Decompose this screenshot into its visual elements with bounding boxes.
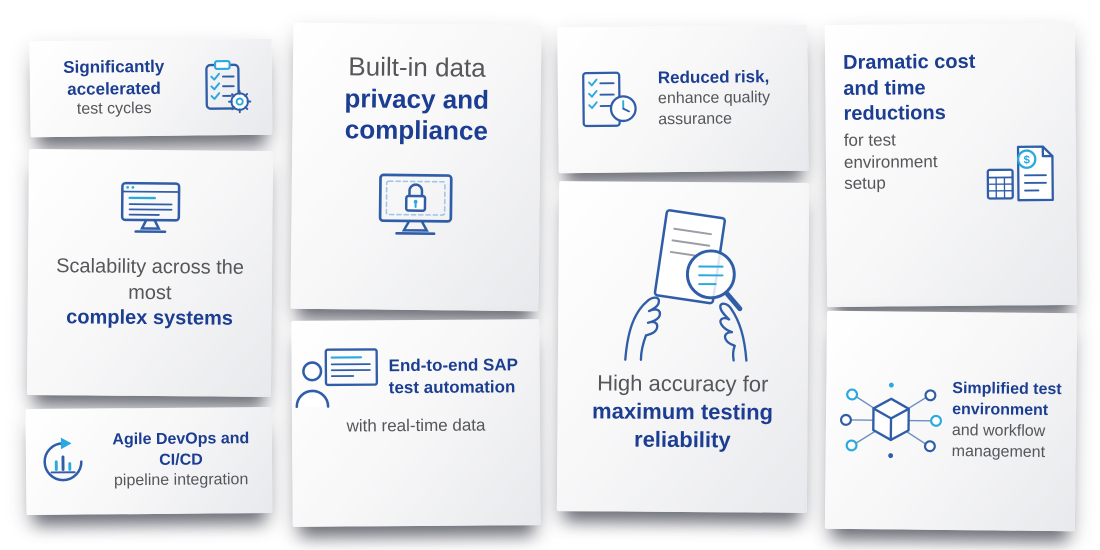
circular-arrows-chart-icon (36, 435, 90, 489)
person-presentation-icon (292, 344, 382, 410)
card-text: Significantly accelerated test cycles (46, 56, 183, 122)
card-subtitle: Built-in data (348, 51, 486, 83)
document-dollar-calculator-icon: $ (980, 135, 1065, 216)
card-test-cycles: Significantly accelerated test cycles (29, 38, 273, 138)
card-title: Simplified test environment (952, 380, 1062, 420)
card-subtitle: pipeline integration (113, 471, 249, 490)
card-devops: Agile DevOps and CI/CD pipeline integrat… (25, 406, 273, 516)
card-scalability: Scalability across the most complex syst… (26, 148, 274, 398)
card-title: privacy and compliance (344, 82, 490, 147)
card-subtitle: for test environment setup (843, 130, 938, 194)
card-title: complex systems (66, 306, 234, 330)
card-privacy: Built-in data privacy and compliance (290, 22, 542, 312)
card-sap-automation: End-to-end SAP test automation with real… (291, 319, 541, 527)
monitor-lock-icon (369, 169, 462, 247)
card-subtitle: with real-time data (346, 415, 486, 436)
card-text: Built-in data privacy and compliance (312, 51, 521, 148)
card-subtitle: test cycles (76, 100, 152, 119)
card-subtitle: and workflow management (951, 422, 1046, 461)
card-text: Agile DevOps and CI/CD pipeline integrat… (100, 429, 263, 493)
card-title: Agile DevOps and CI/CD (112, 429, 250, 469)
card-subtitle: Scalability across the most (56, 255, 245, 304)
hands-document-magnifier-icon (590, 197, 777, 364)
card-title: Dramatic cost and time reductions (843, 50, 976, 126)
card-accuracy: High accuracy for maximum testing reliab… (556, 181, 810, 513)
card-title: Significantly accelerated (63, 56, 165, 99)
card-title: Reduced risk, (657, 67, 770, 88)
card-title: End-to-end SAP test automation (388, 355, 518, 397)
clipboard-checklist-gear-icon (194, 56, 257, 119)
card-text: Simplified test environment and workflow… (952, 379, 1069, 463)
card-text: Reduced risk, enhance quality assurance (658, 66, 793, 131)
card-cost-reduction: Dramatic cost and time reductions for te… (824, 22, 1078, 308)
network-cube-icon (834, 373, 949, 468)
card-subtitle: enhance quality assurance (657, 89, 771, 129)
card-reduced-risk: Reduced risk, enhance quality assurance (557, 24, 809, 174)
card-subtitle: High accuracy for (597, 370, 769, 397)
card-title: maximum testing reliability (591, 398, 774, 453)
checklist-clock-icon (574, 68, 645, 132)
card-text: Scalability across the most complex syst… (49, 254, 250, 333)
svg-text:$: $ (1024, 154, 1031, 166)
card-simplified-env: Simplified test environment and workflow… (824, 310, 1078, 532)
monitor-chart-icon (112, 176, 189, 240)
card-text: High accuracy for maximum testing reliab… (574, 369, 791, 455)
